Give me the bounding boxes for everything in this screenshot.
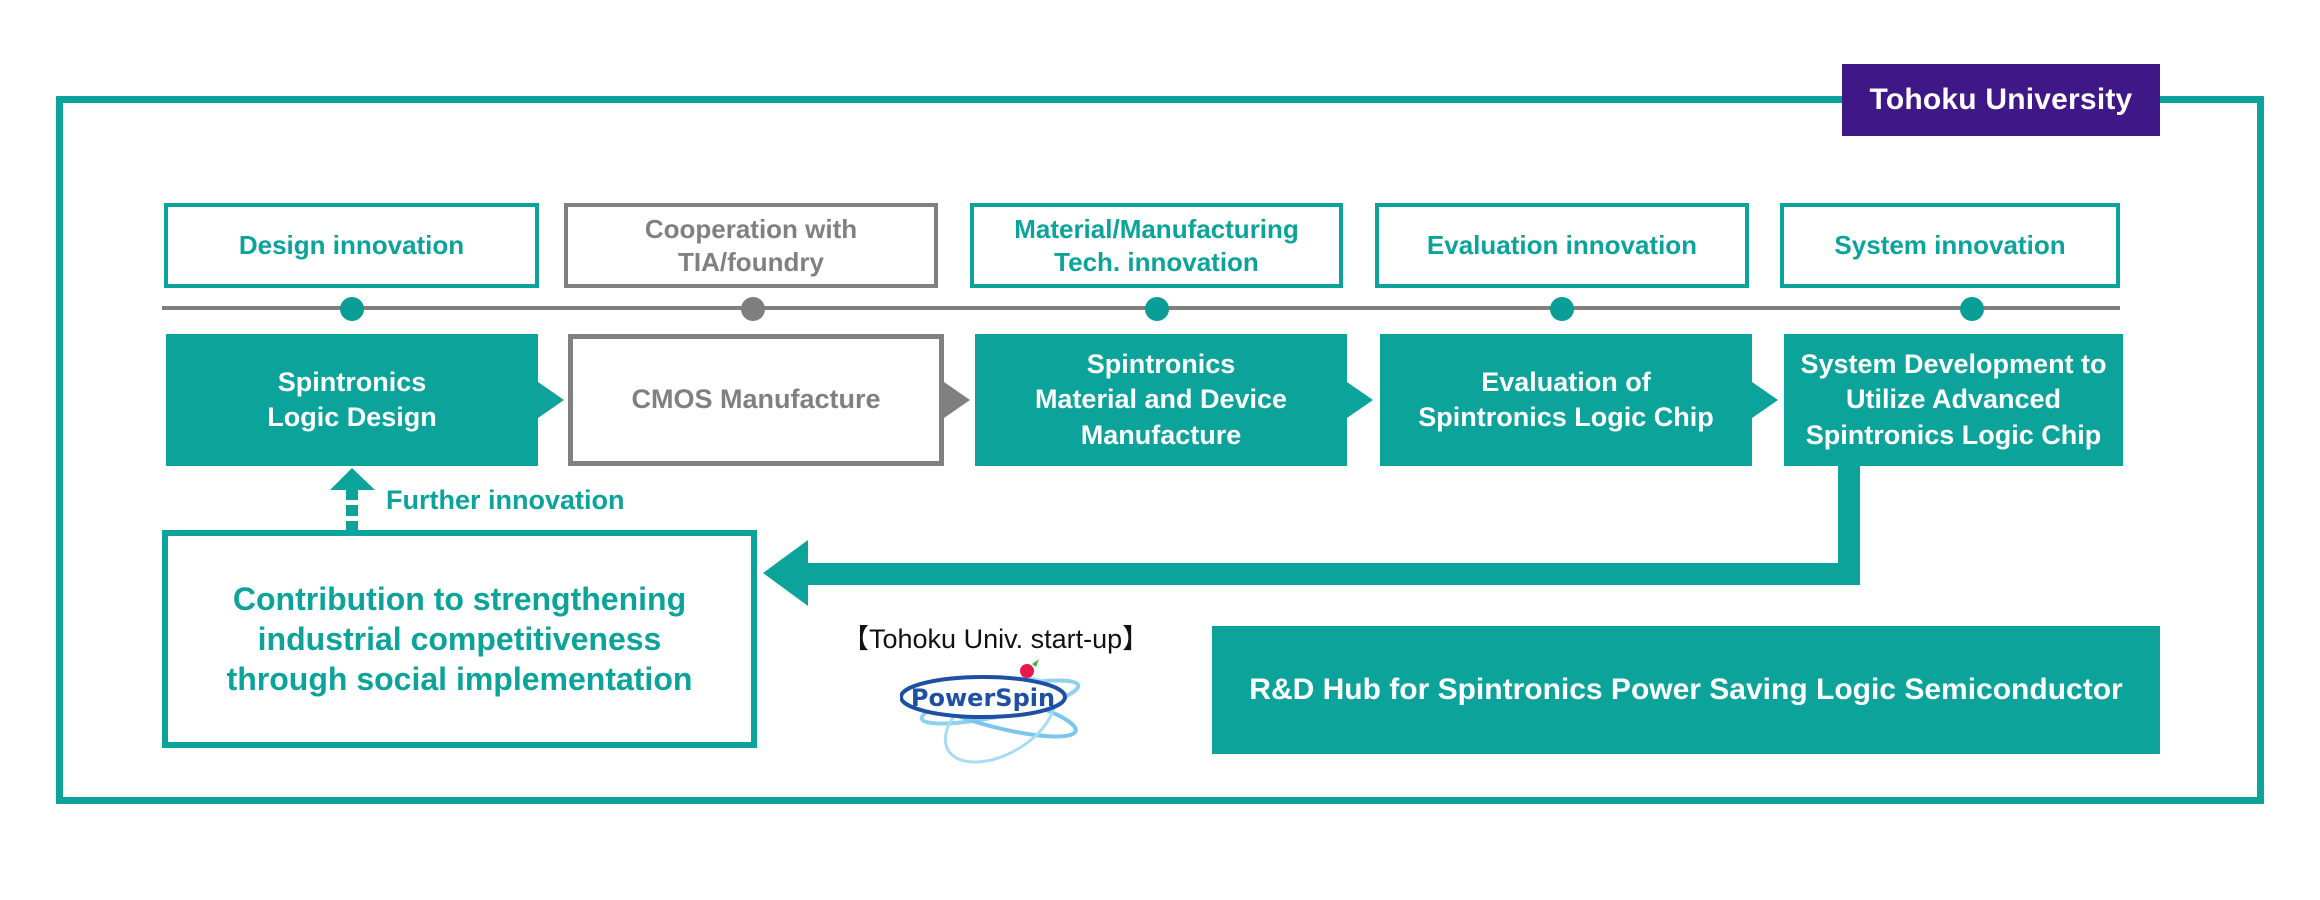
chevron-right-icon [944, 382, 970, 418]
timeline-dot [1550, 297, 1574, 321]
category-design-innovation: Design innovation [164, 203, 539, 288]
timeline-line [162, 306, 2120, 310]
step-system-development: System Development to Utilize Advanced S… [1784, 334, 2123, 466]
step-evaluation-logic-chip: Evaluation of Spintronics Logic Chip [1380, 334, 1752, 466]
timeline-dot [1145, 297, 1169, 321]
step-logic-design: Spintronics Logic Design [166, 334, 538, 466]
chevron-right-icon [1347, 382, 1373, 418]
category-cooperation-tia: Cooperation with TIA/foundry [564, 203, 938, 288]
step-material-device-manufacture: Spintronics Material and Device Manufact… [975, 334, 1347, 466]
chevron-right-icon [1752, 382, 1778, 418]
outer-frame [56, 96, 2264, 804]
step-cmos-manufacture: CMOS Manufacture [568, 334, 944, 466]
timeline-dot [340, 297, 364, 321]
return-arrow [763, 466, 1860, 606]
timeline-dot [1960, 297, 1984, 321]
organization-label: Tohoku University [1842, 64, 2160, 136]
rd-hub-banner: R&D Hub for Spintronics Power Saving Log… [1212, 626, 2160, 754]
category-evaluation-innovation: Evaluation innovation [1375, 203, 1749, 288]
powerspin-logo-icon: PowerSpin [899, 650, 1100, 770]
further-innovation-label: Further innovation [386, 485, 625, 515]
timeline-dot [741, 297, 765, 321]
chevron-right-icon [538, 382, 564, 418]
category-system-innovation: System innovation [1780, 203, 2120, 288]
category-material-manufacturing: Material/Manufacturing Tech. innovation [970, 203, 1343, 288]
further-innovation-arrow [330, 468, 375, 530]
contribution-box: Contribution to strengthening industrial… [162, 530, 757, 748]
startup-label: 【Tohoku Univ. start-up】 [842, 624, 1150, 654]
powerspin-logo-text: PowerSpin [911, 684, 1055, 712]
